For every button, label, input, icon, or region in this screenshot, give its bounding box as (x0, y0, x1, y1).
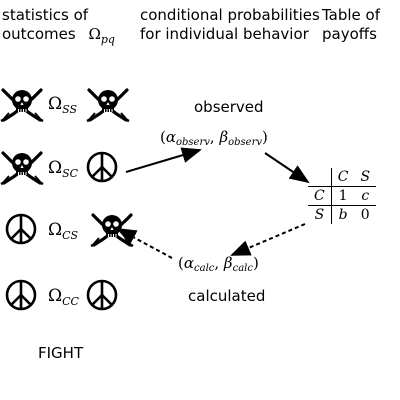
calculated-parameters: (αcalc, βcalc) (178, 254, 259, 274)
omega-cs-label: ΩCS (48, 220, 79, 242)
observed-parameters: (αobserv, βobserv) (160, 128, 268, 148)
header-conditional-line1: conditional probabilities (140, 6, 320, 24)
omega-ss-label: ΩSS (48, 94, 77, 116)
arrow-to-payoff-table (264, 152, 310, 184)
arrow-to-calculated (230, 223, 306, 256)
omega-sc-label: ΩSC (48, 158, 79, 180)
calculated-caption: calculated (188, 287, 266, 305)
payoff-row-header: S (308, 205, 332, 224)
observed-caption: observed (194, 98, 264, 116)
payoff-cell: 1 (338, 188, 348, 204)
payoff-cell: 0 (360, 207, 370, 223)
payoff-row-header: C (308, 186, 332, 206)
payoff-col-header: C (337, 169, 349, 185)
header-payoffs-line2: payoffs (322, 25, 377, 43)
arrow-to-cs-outcome (116, 228, 173, 259)
header-payoffs-line1: Table of (322, 6, 381, 24)
header-statistics-line1: statistics of (2, 6, 89, 24)
header-conditional: conditional probabilities for individual… (140, 6, 320, 44)
fight-label: FIGHT (38, 344, 84, 362)
header-omega-symbol: Ωpq (88, 25, 115, 46)
header-statistics-line2: outcomes (2, 25, 76, 43)
header-conditional-line2: for individual behavior (140, 25, 309, 43)
omega-cc-label: ΩCC (48, 286, 79, 308)
payoff-cell: c (361, 188, 370, 204)
payoff-col-header: S (360, 169, 371, 185)
arrow-to-observed (125, 147, 202, 173)
payoff-table: C S C 1 c S b 0 (308, 168, 377, 224)
payoff-cell: b (338, 207, 348, 223)
header-payoffs: Table of payoffs (322, 6, 380, 44)
header-statistics: statistics of outcomes Ωpq (2, 6, 115, 49)
